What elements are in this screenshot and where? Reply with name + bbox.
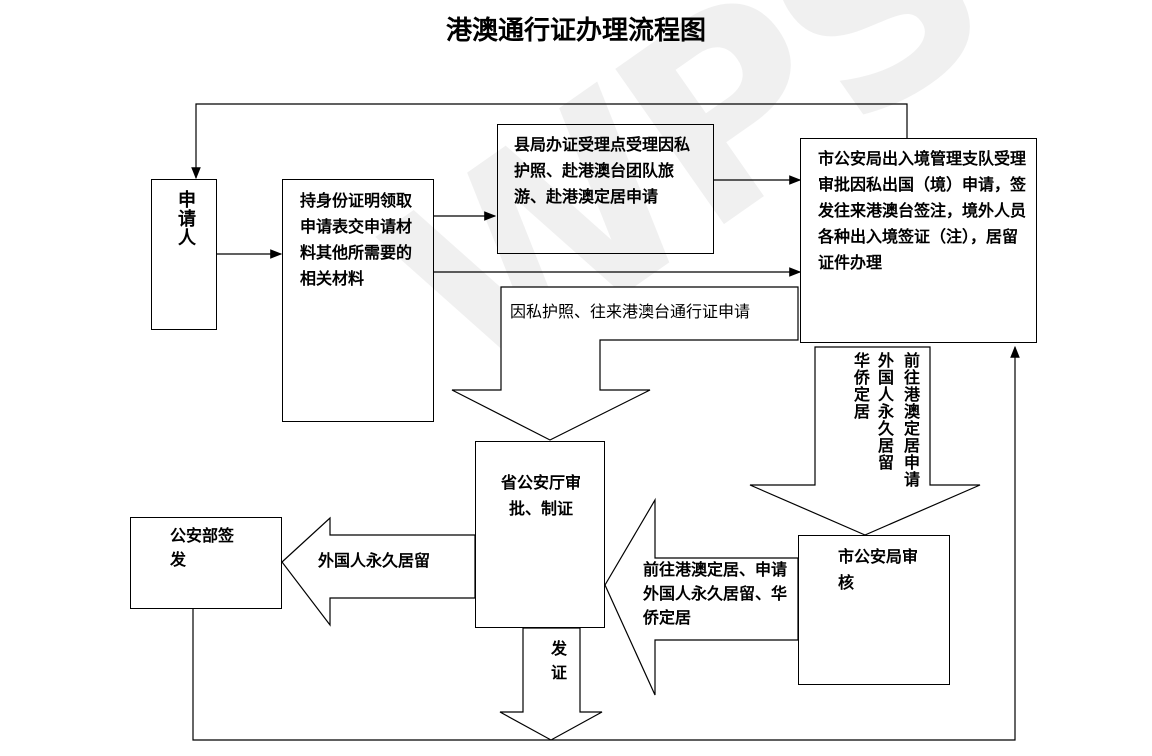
chart-title: 港澳通行证办理流程图 bbox=[445, 16, 706, 46]
province-box bbox=[475, 441, 605, 628]
applicant-box bbox=[151, 179, 217, 330]
ministry-text: 公安部签发 bbox=[170, 526, 235, 569]
city-exit-entry-text: 市公安局出入境管理支队受理审批因私出国（境）申请，签发往来港澳台签注，境外人员各… bbox=[818, 149, 1027, 272]
county-box bbox=[497, 124, 714, 254]
vertical-label-c: 华侨定居 bbox=[851, 352, 870, 420]
block-arrow-to-province bbox=[604, 497, 799, 696]
city-review-text: 市公安局审核 bbox=[838, 547, 919, 592]
materials-box bbox=[282, 179, 434, 422]
applicant-label: 申请人 bbox=[175, 190, 196, 247]
city-exit-entry-box bbox=[800, 138, 1037, 343]
to-province-label: 前往港澳定居、申请外国人永久居留、华侨定居 bbox=[643, 560, 788, 627]
passport-permit-label: 因私护照、往来港澳台通行证申请 bbox=[510, 302, 751, 321]
vertical-label-a: 前往港澳定居申请 bbox=[901, 352, 920, 488]
materials-text: 持身份证明领取申请表交申请材料其他所需要的相关材料 bbox=[300, 191, 413, 288]
loop-top-connector bbox=[191, 103, 908, 180]
block-arrow-issue bbox=[499, 627, 603, 741]
block-arrow-passport-permit-outline bbox=[451, 286, 799, 441]
issue-label: 发证 bbox=[548, 640, 567, 688]
vertical-label-b: 外国人永久居留 bbox=[875, 352, 894, 471]
to-ministry-label: 外国人永久居留 bbox=[318, 551, 431, 570]
block-arrow-to-ministry bbox=[281, 516, 476, 627]
block-arrow-city-down bbox=[749, 346, 981, 536]
province-text: 省公安厅审批、制证 bbox=[500, 473, 581, 518]
city-review-box bbox=[798, 535, 950, 685]
county-text: 县局办证受理点受理因私护照、赴港澳台团队旅游、赴港澳定居申请 bbox=[514, 135, 691, 206]
ministry-box bbox=[130, 517, 282, 609]
loop-bottom-connector bbox=[192, 345, 1020, 741]
